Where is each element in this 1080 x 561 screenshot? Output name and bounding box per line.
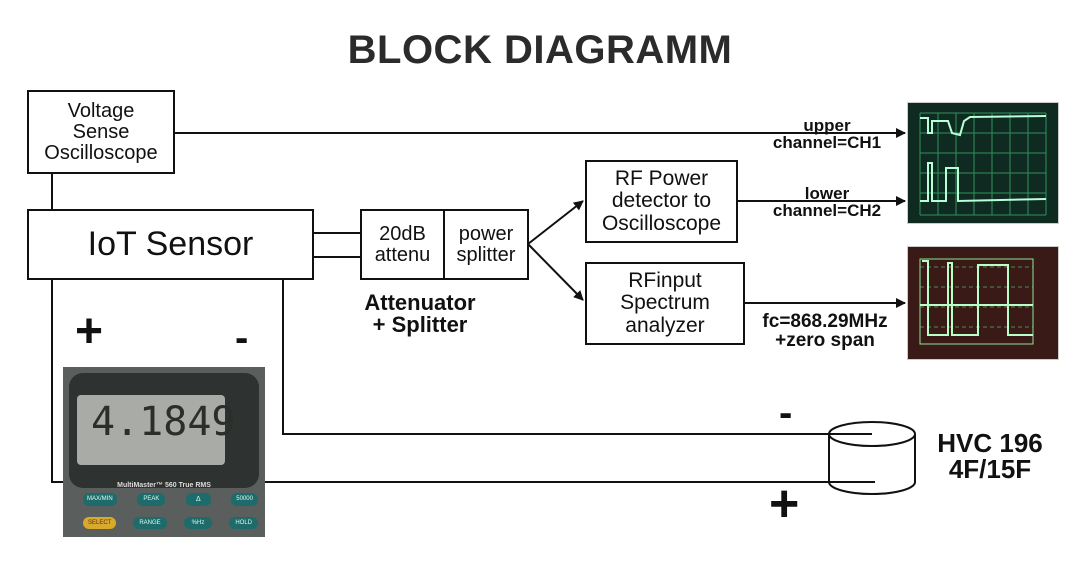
spectrum-analyzer-screen-image [907, 246, 1059, 360]
hold-button[interactable]: HOLD [229, 517, 258, 529]
capacitor-icon [828, 421, 917, 495]
meter-minus-sign: - [235, 316, 249, 360]
cap-minus-sign: - [779, 391, 793, 435]
peak-button[interactable]: PEAK [137, 493, 166, 506]
digits-button[interactable]: 50000 [231, 493, 258, 506]
oscilloscope-screen-image [907, 102, 1059, 224]
select-button[interactable]: SELECT [83, 517, 117, 529]
spectrum-trace [919, 258, 1034, 345]
hz-button[interactable]: %Hz [183, 517, 213, 529]
splitter-block: power splitter [443, 209, 529, 280]
maxmin-button[interactable]: MAX/MIN [83, 493, 117, 506]
delta-button[interactable]: Δ [185, 493, 211, 506]
page-title: BLOCK DIAGRAMM [347, 28, 733, 72]
cap-plus-sign: + [769, 475, 800, 533]
upper-channel-label: upper channel=CH1 [772, 116, 882, 152]
fc-label: fc=868.29MHz +zero span [762, 311, 888, 351]
iot-sensor-block: IoT Sensor [27, 209, 314, 280]
rf-power-detector-block: RF Power detector to Oscilloscope [585, 160, 738, 243]
range-button[interactable]: RANGE [133, 517, 167, 529]
attenuator-splitter-label: Attenuator + Splitter [364, 290, 476, 337]
capacitor-label: HVC 196 4F/15F [937, 428, 1043, 484]
wire-minus-loop [282, 252, 872, 435]
voltage-sense-block: Voltage Sense Oscilloscope [27, 90, 175, 174]
spectrum-analyzer-block: RFinput Spectrum analyzer [585, 262, 745, 345]
multimeter-brand: MultiMaster™ 560 True RMS [117, 482, 211, 489]
multimeter-reading: 4.1849 [91, 399, 236, 445]
multimeter-display: 4.1849 [77, 395, 236, 465]
lower-channel-label: lower channel=CH2 [772, 184, 882, 220]
wire-plus-loop [51, 248, 875, 483]
wire-splitter-spec [527, 243, 584, 301]
meter-plus-sign: + [75, 305, 104, 358]
multimeter-image: 4.1849 MultiMaster™ 560 True RMS MAX/MIN… [63, 367, 265, 537]
wire-splitter-rf [527, 200, 584, 245]
attenuator-block: 20dB attenu [360, 209, 445, 280]
oscilloscope-trace [919, 112, 1047, 216]
